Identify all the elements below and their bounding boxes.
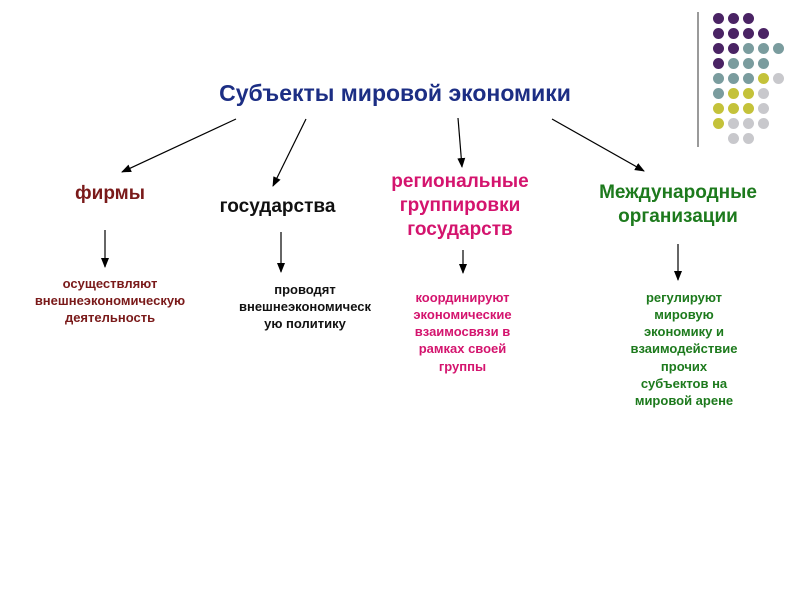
decorative-dot: [743, 103, 754, 114]
decorative-dot: [773, 43, 784, 54]
decorative-dot: [743, 28, 754, 39]
decorative-dot: [743, 133, 754, 144]
decorative-dot: [728, 88, 739, 99]
node-intl-description: регулируют мировую экономику и взаимодей…: [630, 290, 738, 408]
decorative-dot: [773, 73, 784, 84]
decorative-dot: [743, 73, 754, 84]
decorative-dot: [758, 43, 769, 54]
node-intl-heading: Международные организации: [599, 182, 757, 227]
decorative-dot: [728, 58, 739, 69]
decorative-dot: [758, 103, 769, 114]
decorative-dot: [728, 133, 739, 144]
decorative-dot: [713, 88, 724, 99]
decorative-dot: [713, 73, 724, 84]
decorative-dot: [728, 103, 739, 114]
node-firms-heading: фирмы: [75, 183, 145, 204]
node-regional-description: координируют экономические взаимосвязи в…: [413, 290, 512, 374]
decorative-dot: [758, 73, 769, 84]
node-states-description: проводят внешнеэкономическ ую политику: [238, 282, 372, 332]
decorative-dot: [758, 58, 769, 69]
decorative-dot: [728, 118, 739, 129]
decorative-dot: [728, 43, 739, 54]
decorative-dot: [743, 88, 754, 99]
decorative-dot: [743, 43, 754, 54]
decorative-dot: [758, 88, 769, 99]
decorative-dot: [728, 28, 739, 39]
decorative-dot: [713, 58, 724, 69]
decorative-dot: [713, 103, 724, 114]
arrow-title-to-states: [272, 118, 307, 187]
decorative-dot: [758, 118, 769, 129]
decorative-dot: [713, 118, 724, 129]
decorative-dot: [743, 58, 754, 69]
decorative-vertical-line: [697, 12, 699, 147]
decorative-dot: [758, 28, 769, 39]
diagram-title: Субъекты мировой экономики: [219, 80, 571, 106]
decorative-dot: [743, 118, 754, 129]
node-regional-heading: региональные группировки государств: [391, 171, 529, 240]
decorative-dot: [713, 13, 724, 24]
node-firms-description: осуществляют внешнеэкономическую деятель…: [34, 276, 186, 326]
arrow-title-to-firms: [121, 118, 237, 173]
arrow-title-to-intl: [551, 118, 645, 172]
node-states-heading: государства: [219, 196, 336, 217]
decorative-dot-grid: [0, 0, 800, 144]
decorative-dot: [743, 13, 754, 24]
decorative-dot: [713, 28, 724, 39]
arrow-title-to-regional: [457, 117, 466, 168]
decorative-dot: [728, 13, 739, 24]
decorative-dot: [713, 43, 724, 54]
decorative-dot: [728, 73, 739, 84]
